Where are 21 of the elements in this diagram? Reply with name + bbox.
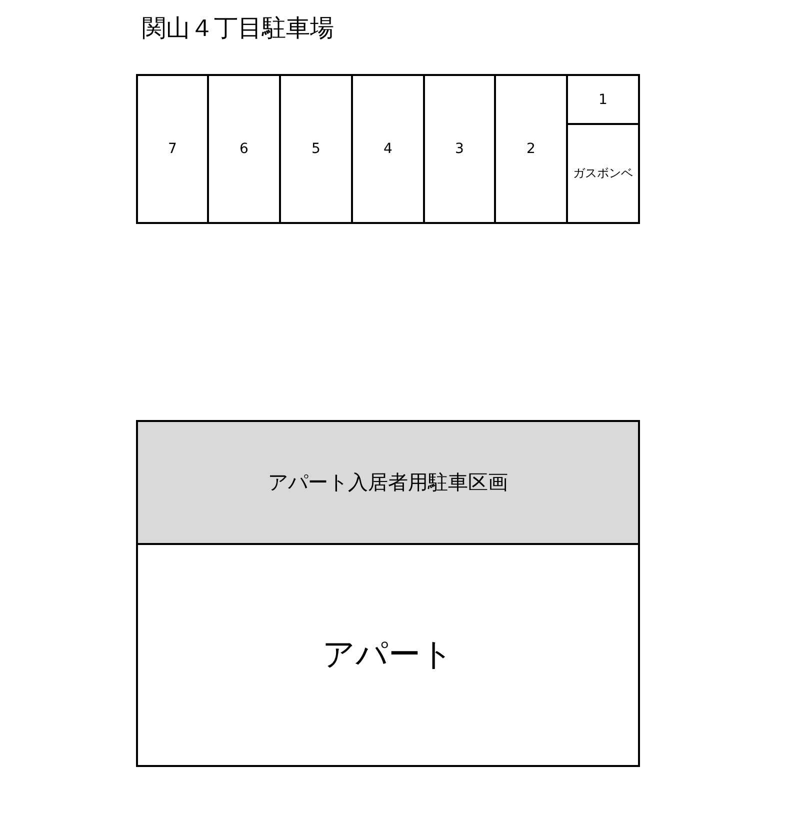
label: アパート入居者用駐車区画 xyxy=(268,469,508,496)
label: 4 xyxy=(384,141,392,157)
gas-cylinder-area xyxy=(566,123,640,224)
label: 7 xyxy=(168,141,177,157)
label: 2 xyxy=(526,141,536,157)
label: 6 xyxy=(240,141,248,157)
parking-space xyxy=(494,74,568,224)
label: ガスボンベ xyxy=(573,165,633,182)
parking-space xyxy=(566,74,640,125)
label: 5 xyxy=(312,141,320,157)
parking-space xyxy=(136,74,209,224)
label: 1 xyxy=(598,92,608,108)
title: 関山４丁目駐車場 xyxy=(142,13,334,44)
apartment-building xyxy=(136,543,640,767)
parking-area xyxy=(136,420,640,545)
parking-space xyxy=(351,74,425,224)
parking-space xyxy=(423,74,496,224)
label: アパート xyxy=(322,634,454,675)
parking-space xyxy=(207,74,281,224)
label: 3 xyxy=(455,141,464,157)
parking-space xyxy=(279,74,353,224)
